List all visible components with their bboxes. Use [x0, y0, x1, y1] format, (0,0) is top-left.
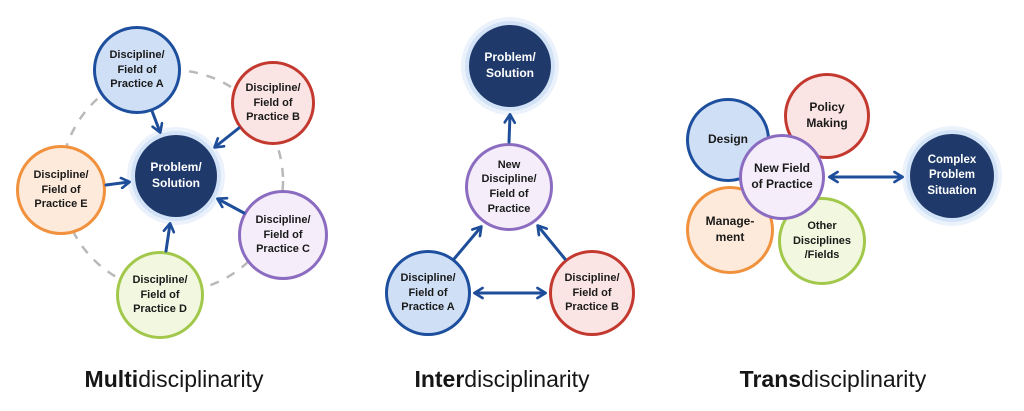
- inter-arrow-b-to-new: [538, 226, 567, 261]
- inter-caption: Interdisciplinarity: [352, 366, 652, 393]
- multi-discipline-d-circle: Discipline/ Field of Practice D: [116, 251, 204, 339]
- trans-caption-prefix: Trans: [739, 366, 802, 392]
- multi-caption: Multidisciplinarity: [24, 366, 324, 393]
- trans-other-disciplines-circle: Other Disciplines /Fields: [778, 197, 866, 285]
- multi-caption-prefix: Multi: [84, 366, 139, 392]
- inter-caption-rest: disciplinarity: [464, 366, 590, 392]
- trans-caption: Transdisciplinarity: [683, 366, 983, 393]
- multi-arrow-b-to-center: [215, 126, 241, 147]
- inter-arrow-a-to-new: [452, 227, 481, 261]
- multi-discipline-c-circle: Discipline/ Field of Practice C: [238, 190, 328, 280]
- multi-arrow-d-to-center: [166, 224, 170, 253]
- inter-discipline-a-circle: Discipline/ Field of Practice A: [385, 250, 471, 336]
- trans-complex-problem-circle: Complex Problem Situation: [910, 134, 994, 218]
- multi-discipline-a-circle: Discipline/ Field of Practice A: [93, 26, 181, 114]
- multi-discipline-e-circle: Discipline/ Field of Practice E: [16, 145, 106, 235]
- trans-caption-rest: disciplinarity: [801, 366, 927, 392]
- multi-caption-rest: disciplinarity: [138, 366, 264, 392]
- inter-new-discipline-circle: New Discipline/ Field of Practice: [465, 143, 553, 231]
- inter-problem-solution-circle: Problem/ Solution: [469, 25, 551, 107]
- inter-arrow-new-to-problem: [509, 115, 510, 144]
- multi-arrow-e-to-center: [104, 182, 129, 185]
- multi-arrow-c-to-center: [218, 199, 246, 215]
- trans-new-field-circle: New Field of Practice: [739, 134, 825, 220]
- multi-arrow-a-to-center: [150, 109, 160, 132]
- inter-caption-prefix: Inter: [414, 366, 465, 392]
- inter-discipline-b-circle: Discipline/ Field of Practice B: [549, 250, 635, 336]
- multi-problem-solution-circle: Problem/ Solution: [135, 135, 217, 217]
- trans-policy-making-circle: Policy Making: [784, 73, 870, 159]
- multi-discipline-b-circle: Discipline/ Field of Practice B: [231, 61, 315, 145]
